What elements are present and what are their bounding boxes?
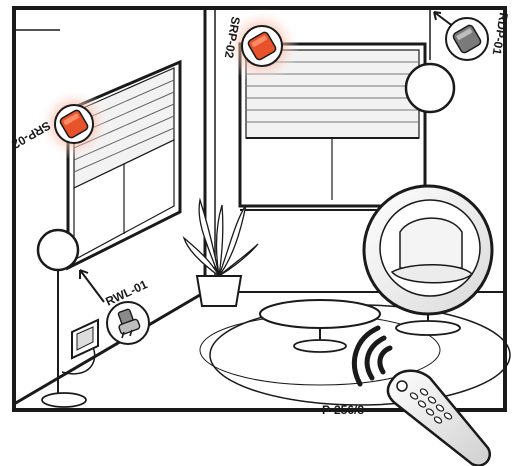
remote-control xyxy=(388,371,490,466)
rdp-label: RDP-01 xyxy=(490,11,511,56)
ball-chair xyxy=(364,186,492,335)
rdp-callout: RDP-01 xyxy=(434,11,511,60)
potted-plant xyxy=(184,200,258,306)
wireless-signal-icon xyxy=(354,328,390,384)
srp-left-callout: SRP-02 xyxy=(9,88,110,160)
remote-label: P-256/8 xyxy=(322,403,364,417)
srp-right-callout: SRP-02 xyxy=(222,8,300,84)
